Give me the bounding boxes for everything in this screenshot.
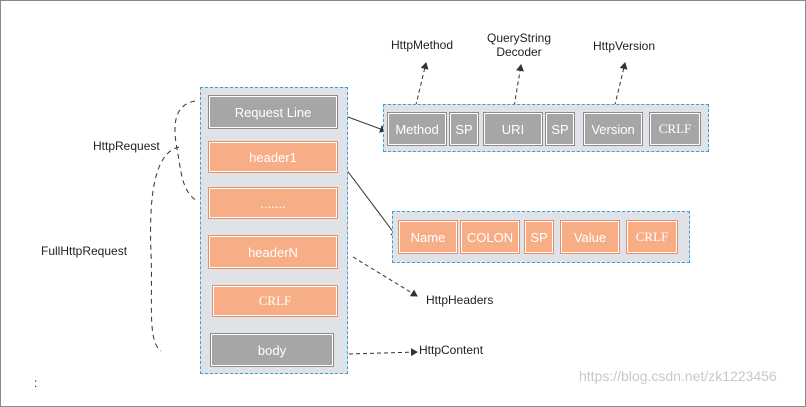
- headerN-box: headerN: [208, 235, 338, 269]
- bracket-full-http-request: [150, 146, 180, 352]
- body-box: body: [210, 333, 334, 367]
- version-box: Version: [583, 112, 643, 146]
- arrow-headers-to-httpheaders: [352, 256, 418, 297]
- request-line-box: Request Line: [208, 95, 338, 129]
- label-querystring-decoder: QueryString Decoder: [479, 31, 559, 59]
- label-querystring-line1: QueryString: [486, 31, 552, 45]
- label-http-content: HttpContent: [419, 343, 484, 357]
- request-line-detail: Method SP URI SP Version CRLF: [383, 104, 709, 152]
- line-crlf-box: CRLF: [649, 112, 701, 146]
- arrow-body-to-httpcontent: [348, 348, 418, 357]
- label-http-method: HttpMethod: [391, 38, 454, 52]
- name-box: Name: [398, 220, 458, 254]
- method-box: Method: [387, 112, 447, 146]
- label-http-headers: HttpHeaders: [426, 293, 494, 307]
- bracket-http-request: [174, 100, 198, 202]
- http-request-stack: Request Line header1 ....... headerN CRL…: [200, 87, 348, 374]
- header-detail: Name COLON SP Value CRLF: [392, 211, 690, 263]
- sp1-box: SP: [449, 112, 479, 146]
- sp2-box: SP: [545, 112, 575, 146]
- uri-box: URI: [483, 112, 543, 146]
- header-crlf-box: CRLF: [626, 220, 678, 254]
- dots-box: .......: [208, 187, 338, 219]
- header1-box: header1: [208, 141, 338, 173]
- label-full-http-request: FullHttpRequest: [41, 244, 128, 258]
- colon-box: COLON: [460, 220, 520, 254]
- label-http-request: HttpRequest: [93, 139, 160, 153]
- crlf-box: CRLF: [212, 285, 338, 317]
- colon-mark: :: [34, 376, 38, 390]
- value-box: Value: [560, 220, 620, 254]
- label-http-version: HttpVersion: [593, 39, 656, 53]
- watermark: https://blog.csdn.net/zk1223456: [579, 368, 777, 384]
- label-querystring-line2: Decoder: [496, 45, 542, 59]
- header-sp-box: SP: [524, 220, 554, 254]
